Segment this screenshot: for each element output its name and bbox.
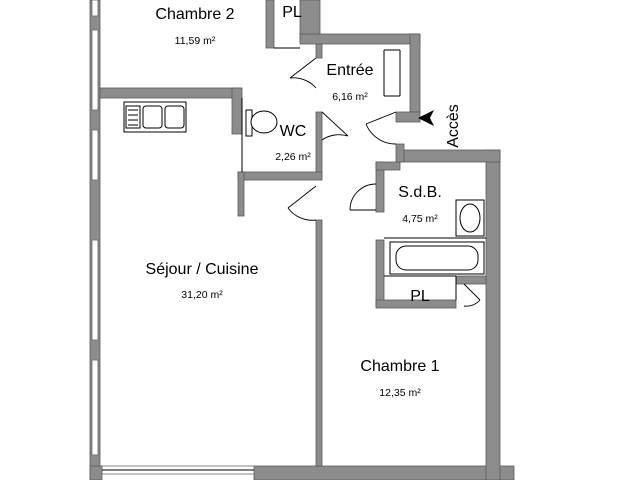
walls <box>89 0 515 480</box>
closet-label-top: PL <box>282 4 302 21</box>
room-area-sdb: 4,75 m² <box>402 213 438 225</box>
room-name-chambre2: Chambre 2 <box>155 6 234 23</box>
wall-wc-right <box>315 111 323 177</box>
windows <box>91 0 255 475</box>
room-area-sejour: 31,20 m² <box>181 289 223 301</box>
room-area-wc: 2,26 m² <box>275 151 311 163</box>
wall-sdb-top <box>375 161 401 171</box>
room-name-chambre1: Chambre 1 <box>360 358 439 375</box>
wall-pl-left <box>265 0 275 49</box>
sink-basin-1 <box>142 105 163 129</box>
room-area-chambre2: 11,59 m² <box>175 35 216 47</box>
access-label: Accès <box>445 104 462 148</box>
closet-label-bottom: PL <box>410 288 430 305</box>
wall-bottom-right <box>253 465 515 480</box>
kitchen-drainboard <box>125 105 141 129</box>
room-name-sejour: Séjour / Cuisine <box>146 261 259 278</box>
wall-pl-stub <box>455 275 487 285</box>
wall-kitchen-stub <box>237 171 245 217</box>
wall-sdb-left-low <box>375 239 385 307</box>
wall-pl-bottom <box>375 299 457 309</box>
wall-bottom-left <box>89 465 103 480</box>
wall-ch2-bottom <box>99 87 241 99</box>
bathtub-inner <box>395 245 479 271</box>
door-entree <box>365 111 397 145</box>
door-wc <box>321 111 349 141</box>
doors <box>287 57 481 307</box>
window-sejour-3 <box>91 359 99 456</box>
washbasin-icon <box>459 203 481 233</box>
wall-access-low <box>395 143 405 163</box>
interior-lines <box>241 47 486 300</box>
door-sejour <box>287 185 317 221</box>
window-top <box>91 0 99 17</box>
window-sejour-2 <box>91 239 99 341</box>
wall-entree-right <box>409 33 421 113</box>
window-sejour-1 <box>91 129 99 181</box>
wall-sejour-ch1 <box>315 219 323 467</box>
wall-wc-bottom <box>237 171 323 181</box>
wall-entree-stub <box>315 43 323 59</box>
fixtures <box>123 101 485 275</box>
room-name-wc: WC <box>280 123 307 140</box>
room-area-chambre1: 12,35 m² <box>379 387 421 399</box>
door-ch2 <box>289 57 317 89</box>
wall-right <box>485 149 501 480</box>
door-sdb <box>349 183 377 211</box>
wall-access <box>395 111 421 123</box>
window-ch2 <box>91 29 99 111</box>
arrow-left-icon <box>418 110 434 126</box>
wall-kitchen-wc <box>231 87 243 135</box>
wall-right-top <box>399 149 501 163</box>
door-closet <box>463 283 481 307</box>
sink-basin-2 <box>164 105 185 129</box>
room-name-sdb: S.d.B. <box>398 184 442 201</box>
room-name-entree: Entrée <box>326 62 373 79</box>
wall-entree-top <box>299 33 421 45</box>
toilet-icon <box>250 110 278 134</box>
room-area-entree: 6,16 m² <box>332 91 368 103</box>
